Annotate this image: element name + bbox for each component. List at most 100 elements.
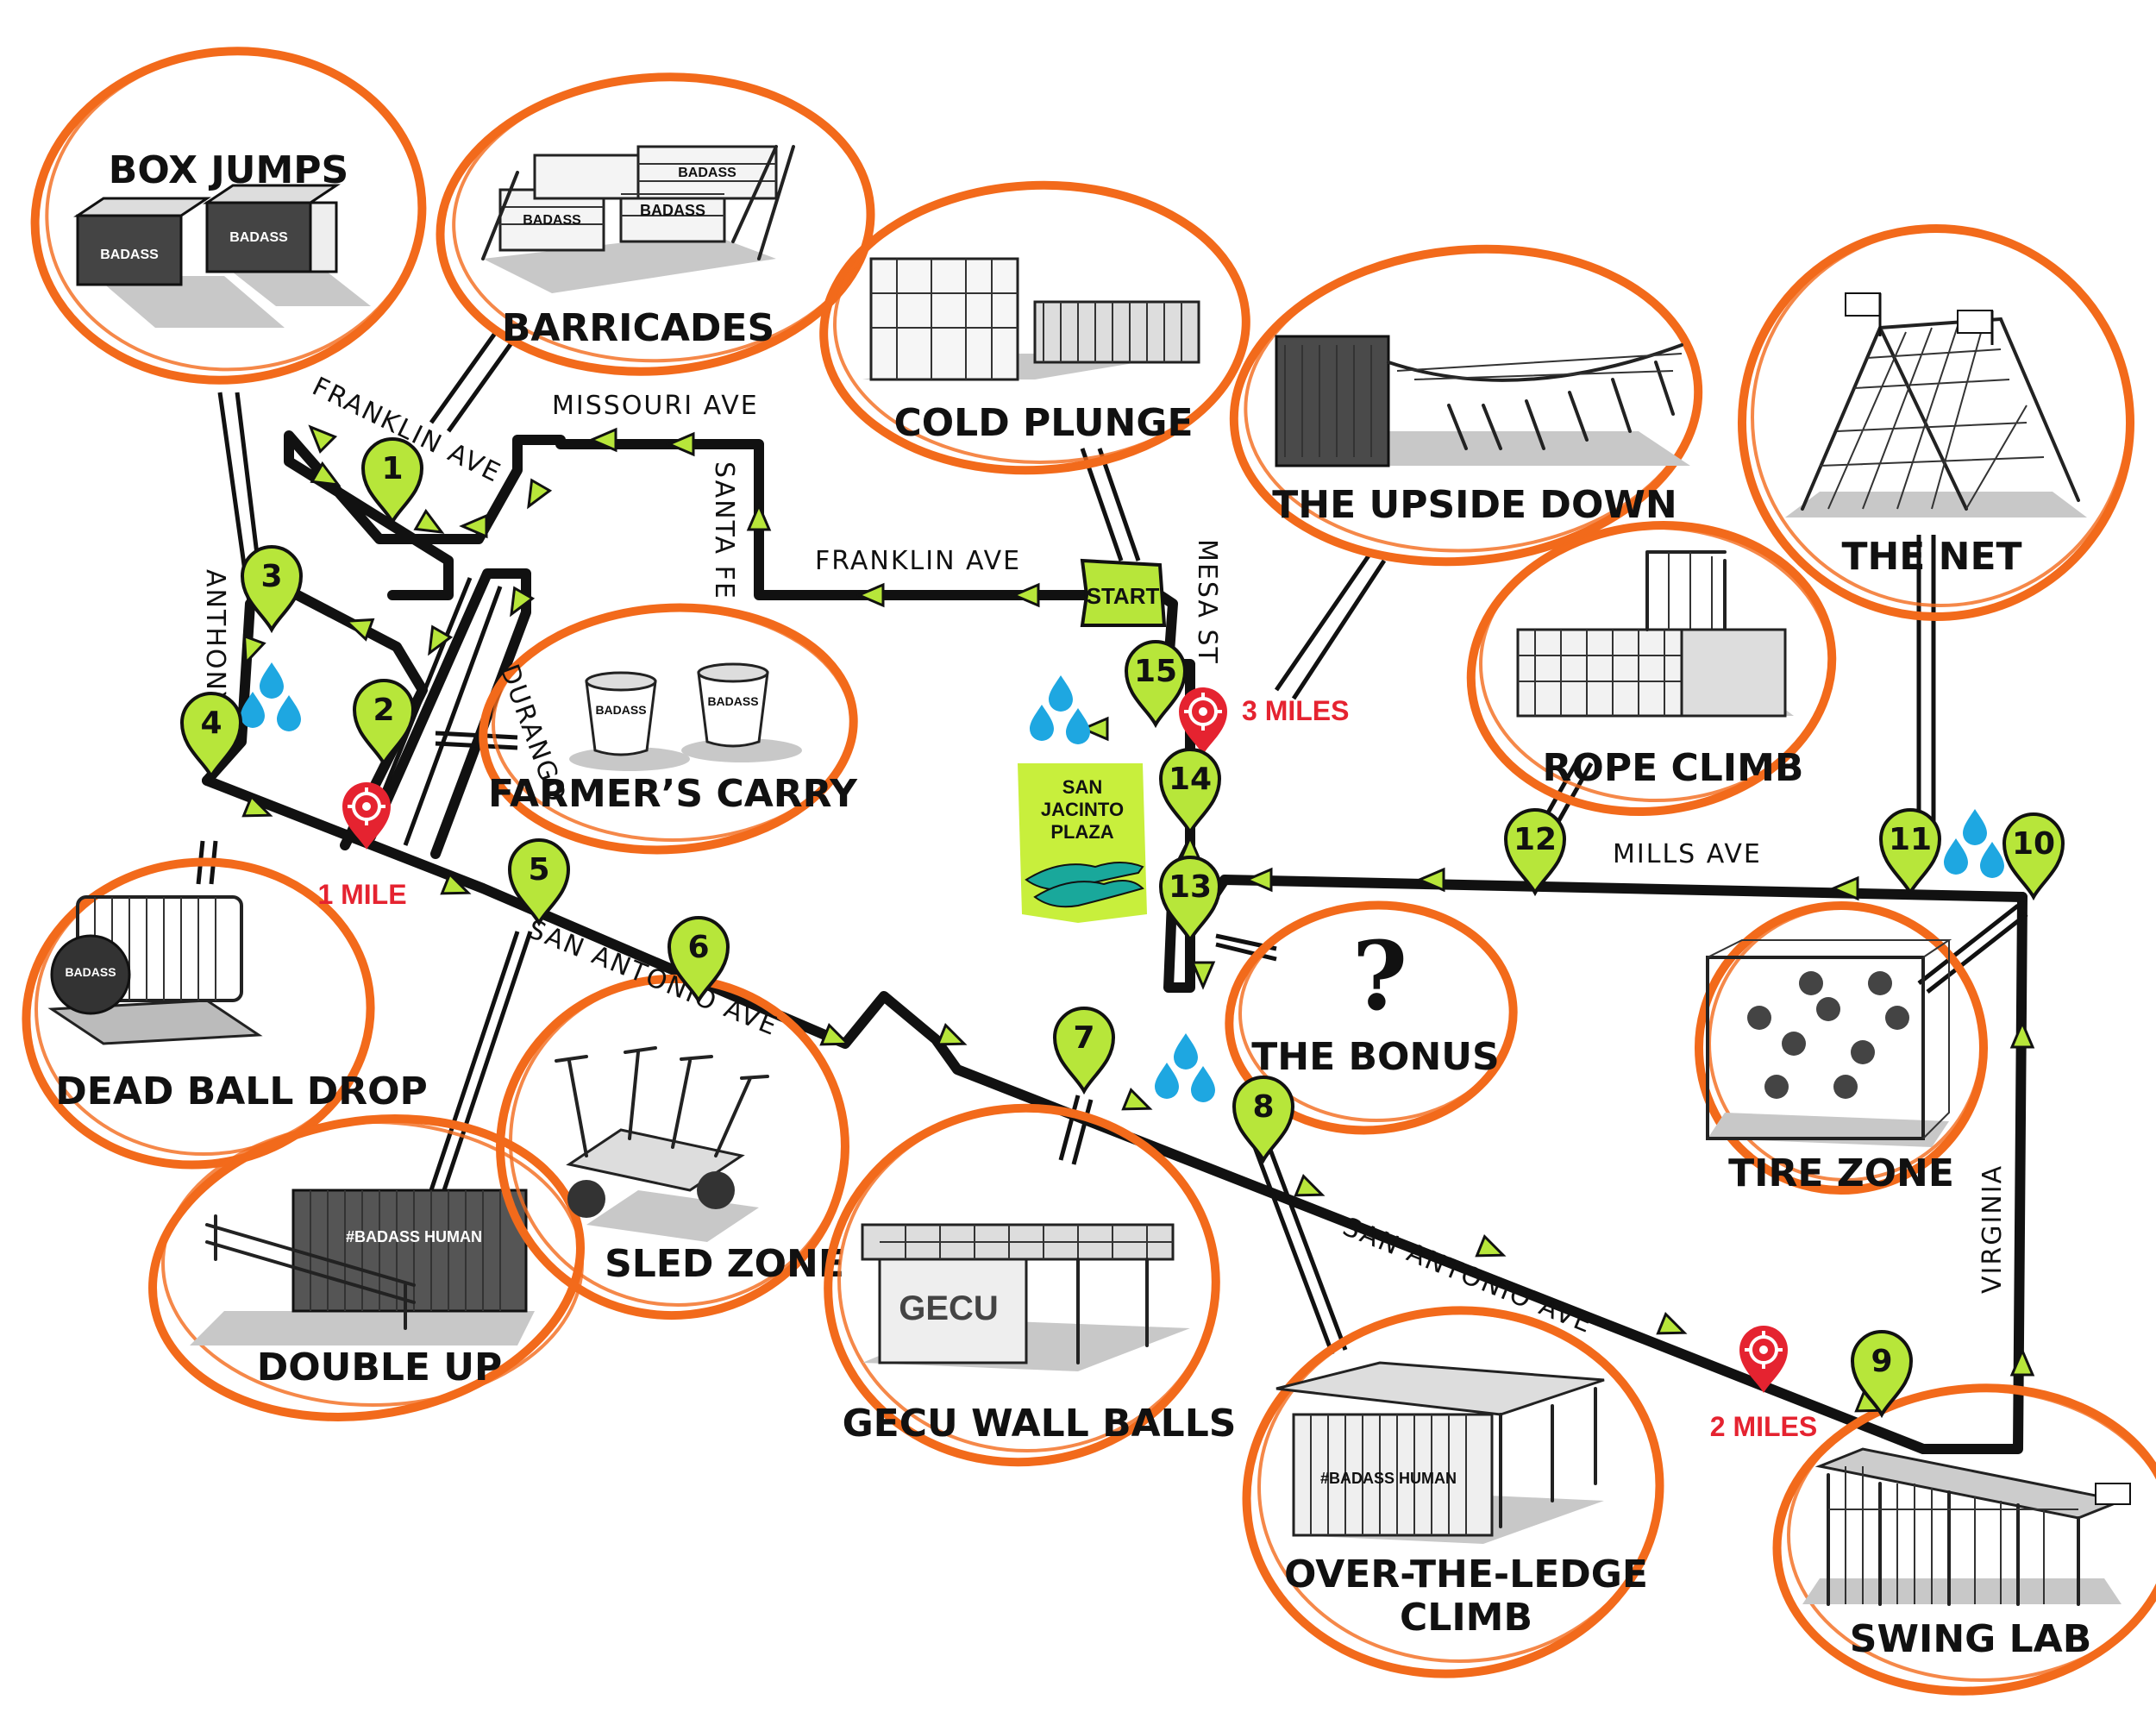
station-box-jumps[interactable]: BADASS BADASS BOX JUMPS bbox=[14, 27, 444, 405]
upside-down-sketch bbox=[1275, 335, 1690, 467]
street-santa-fe: SANTA FE bbox=[709, 461, 739, 600]
rope-climb-sketch bbox=[1516, 550, 1794, 718]
station-the-bonus[interactable]: ? THE BONUS bbox=[1218, 891, 1524, 1144]
station-double-up[interactable]: #BADASS HUMAN DOUBLE UP bbox=[128, 1086, 604, 1450]
svg-text:BADASS: BADASS bbox=[640, 202, 705, 219]
plaza-label-line1: SAN bbox=[1062, 776, 1102, 798]
station-farmers-carry[interactable]: BADASS BADASS FARMER’S CARRY bbox=[475, 595, 862, 862]
station-marker-8: 8 bbox=[1232, 1076, 1294, 1162]
station-label: THE NET bbox=[1841, 535, 2021, 579]
svg-text:9: 9 bbox=[1871, 1344, 1892, 1379]
svg-text:15: 15 bbox=[1134, 654, 1177, 689]
svg-text:BADASS: BADASS bbox=[523, 213, 581, 228]
street-san-antonio-ave-2: SAN ANTONIO AVE bbox=[1338, 1212, 1597, 1339]
gecu-wall-balls-sketch: GECU bbox=[861, 1223, 1190, 1371]
double-up-sketch: #BADASS HUMAN bbox=[190, 1189, 535, 1346]
station-marker-10: 10 bbox=[2002, 812, 2065, 899]
sled-zone-sketch bbox=[555, 1046, 769, 1242]
station-marker-3: 3 bbox=[241, 545, 303, 631]
svg-text:#BADASS HUMAN: #BADASS HUMAN bbox=[346, 1228, 482, 1245]
svg-text:GECU: GECU bbox=[899, 1289, 999, 1327]
water-drop-icon bbox=[1944, 809, 2004, 878]
mile-marker-3: 3 MILES bbox=[1177, 686, 1349, 756]
svg-text:10: 10 bbox=[2012, 826, 2055, 862]
street-mesa-st: MESA ST bbox=[1192, 539, 1222, 665]
station-upside-down[interactable]: THE UPSIDE DOWN bbox=[1219, 227, 1714, 584]
street-franklin-ave-mid: FRANKLIN AVE bbox=[815, 546, 1021, 576]
svg-text:BADASS: BADASS bbox=[65, 965, 116, 979]
svg-text:4: 4 bbox=[200, 706, 222, 741]
svg-text:7: 7 bbox=[1073, 1020, 1094, 1056]
street-missouri-ave: MISSOURI AVE bbox=[552, 391, 759, 421]
svg-text:3 MILES: 3 MILES bbox=[1242, 695, 1349, 726]
street-mills-ave: MILLS AVE bbox=[1613, 839, 1762, 869]
station-the-net[interactable]: THE NET bbox=[1717, 204, 2155, 642]
svg-text:BADASS: BADASS bbox=[100, 248, 159, 262]
svg-text:1 MILE: 1 MILE bbox=[317, 879, 406, 910]
svg-text:6: 6 bbox=[687, 930, 709, 965]
svg-text:3: 3 bbox=[260, 559, 282, 594]
station-marker-6: 6 bbox=[667, 916, 730, 1002]
farmers-carry-sketch: BADASS BADASS bbox=[569, 662, 802, 771]
box-jumps-sketch: BADASS BADASS bbox=[73, 184, 371, 328]
station-marker-1: 1 bbox=[361, 437, 423, 524]
station-marker-12: 12 bbox=[1504, 808, 1566, 894]
station-marker-15: 15 bbox=[1125, 640, 1187, 726]
svg-text:BADASS: BADASS bbox=[229, 230, 288, 245]
station-label: OVER-THE-LEDGE bbox=[1284, 1552, 1648, 1596]
station-marker-4: 4 bbox=[180, 692, 242, 778]
svg-text:1: 1 bbox=[381, 451, 403, 486]
svg-text:11: 11 bbox=[1889, 822, 1932, 857]
svg-text:8: 8 bbox=[1252, 1089, 1274, 1125]
station-label: DEAD BALL DROP bbox=[55, 1070, 428, 1113]
station-marker-11: 11 bbox=[1879, 808, 1941, 894]
svg-text:5: 5 bbox=[528, 852, 549, 888]
station-marker-7: 7 bbox=[1053, 1007, 1115, 1093]
plaza-label-line2: JACINTO bbox=[1041, 799, 1124, 820]
station-gecu-wall-balls[interactable]: GECU GECU WALL BALLS bbox=[811, 1089, 1237, 1482]
svg-text:BADASS: BADASS bbox=[595, 703, 646, 717]
barricades-sketch: BADASS BADASS BADASS bbox=[481, 145, 795, 293]
station-label: GECU WALL BALLS bbox=[843, 1402, 1237, 1446]
station-barricades[interactable]: BADASS BADASS BADASS BARRICADES bbox=[428, 60, 883, 389]
start-marker[interactable]: START bbox=[1080, 558, 1167, 627]
station-marker-2: 2 bbox=[353, 679, 415, 765]
station-rope-climb[interactable]: ROPE CLIMB bbox=[1452, 502, 1851, 834]
station-marker-5: 5 bbox=[508, 838, 570, 925]
station-sled-zone[interactable]: SLED ZONE bbox=[484, 962, 862, 1333]
station-swing-lab[interactable]: SWING LAB bbox=[1762, 1369, 2156, 1710]
station-dead-ball-drop[interactable]: BADASS DEAD BALL DROP bbox=[7, 840, 428, 1187]
station-label: TIRE ZONE bbox=[1728, 1151, 1954, 1195]
station-label: ROPE CLIMB bbox=[1543, 746, 1804, 790]
the-net-sketch bbox=[1785, 292, 2087, 518]
over-the-ledge-sketch: #BADASS HUMAN bbox=[1275, 1361, 1605, 1544]
svg-text:12: 12 bbox=[1514, 822, 1557, 857]
svg-text:14: 14 bbox=[1169, 762, 1212, 797]
station-label: DOUBLE UP bbox=[257, 1346, 503, 1389]
station-label: THE UPSIDE DOWN bbox=[1272, 483, 1677, 527]
mile-marker-1: 1 MILE bbox=[317, 781, 407, 910]
mile-marker-2: 2 MILES bbox=[1710, 1324, 1817, 1442]
svg-text:13: 13 bbox=[1169, 869, 1212, 905]
svg-text:2: 2 bbox=[373, 693, 394, 728]
swing-lab-sketch bbox=[1802, 1447, 2131, 1606]
station-label-line2: CLIMB bbox=[1400, 1596, 1532, 1640]
station-over-the-ledge[interactable]: #BADASS HUMAN OVER-THE-LEDGE CLIMB bbox=[1223, 1284, 1683, 1701]
station-label: FARMER’S CARRY bbox=[488, 772, 858, 816]
station-tire-zone[interactable]: TIRE ZONE bbox=[1685, 892, 1998, 1205]
cold-plunge-sketch bbox=[862, 257, 1200, 381]
station-connectors bbox=[196, 330, 2028, 1355]
water-drop-icon bbox=[1030, 675, 1090, 744]
station-marker-9: 9 bbox=[1851, 1330, 1913, 1416]
bonus-question-mark: ? bbox=[1352, 920, 1407, 1032]
svg-text:BADASS: BADASS bbox=[678, 166, 736, 180]
svg-text:BADASS: BADASS bbox=[707, 694, 758, 708]
svg-text:2 MILES: 2 MILES bbox=[1710, 1411, 1817, 1442]
water-drop-icon bbox=[1155, 1033, 1215, 1102]
station-label: COLD PLUNGE bbox=[893, 401, 1193, 445]
san-jacinto-plaza[interactable]: SAN JACINTO PLAZA bbox=[1018, 763, 1147, 923]
station-cold-plunge[interactable]: COLD PLUNGE bbox=[817, 174, 1254, 480]
alligator-icon bbox=[1025, 862, 1144, 908]
station-label: THE BONUS bbox=[1251, 1035, 1499, 1079]
station-marker-14: 14 bbox=[1159, 748, 1221, 834]
